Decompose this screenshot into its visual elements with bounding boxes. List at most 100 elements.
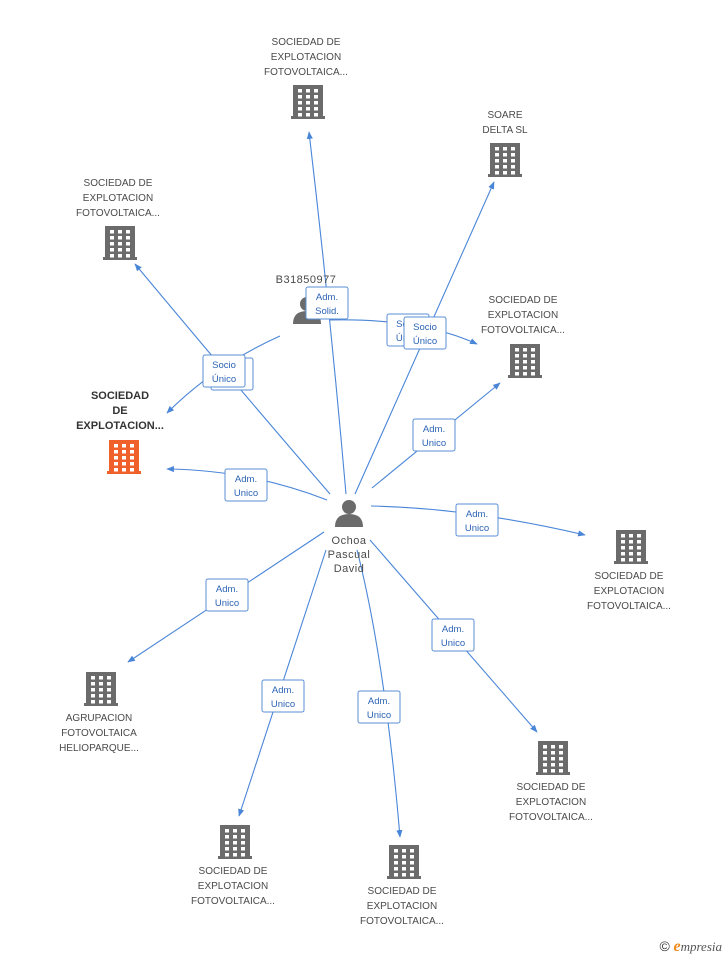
badge-box — [224, 468, 268, 502]
building-window — [91, 700, 95, 704]
building-icon-agrup[interactable] — [84, 672, 118, 706]
building-window — [515, 354, 519, 358]
building-window — [241, 841, 245, 845]
building-window — [515, 372, 519, 376]
building-icon-top[interactable] — [291, 85, 325, 119]
building-window — [629, 540, 633, 544]
building-window — [515, 366, 519, 370]
building-window — [314, 101, 318, 105]
building-window — [559, 751, 563, 755]
building-icon-right1[interactable] — [508, 344, 542, 378]
building-window — [559, 763, 563, 767]
building-window — [233, 847, 237, 851]
relation-badge[interactable]: Adm.Unico — [357, 690, 401, 724]
building-window — [233, 835, 237, 839]
label-line: EXPLOTACION... — [76, 420, 164, 432]
building-window — [91, 688, 95, 692]
building-window — [551, 769, 555, 773]
building-window — [225, 847, 229, 851]
building-base — [291, 116, 325, 119]
badge-box — [205, 578, 249, 612]
building-base — [536, 772, 570, 775]
building-window — [114, 456, 118, 460]
badge-box — [431, 618, 475, 652]
building-window — [306, 101, 310, 105]
badge-text: Unico — [367, 710, 391, 721]
building-window — [637, 558, 641, 562]
badge-text: Unico — [441, 638, 465, 649]
building-icon-botleft[interactable] — [218, 825, 252, 859]
building-window — [314, 89, 318, 93]
building-base — [107, 471, 141, 474]
building-window — [233, 829, 237, 833]
building-window — [91, 676, 95, 680]
label-line: DE — [112, 405, 127, 417]
badge-text: Unico — [422, 438, 446, 449]
relation-badge[interactable]: Adm.Unico — [224, 468, 268, 502]
building-window — [523, 372, 527, 376]
building-window — [114, 462, 118, 466]
badge-text: Unico — [215, 598, 239, 609]
copyright-mark: © — [659, 938, 670, 954]
person-node-center[interactable] — [335, 500, 363, 527]
building-icon-soare[interactable] — [488, 143, 522, 177]
building-window — [523, 348, 527, 352]
building-window — [298, 113, 302, 117]
building-window — [225, 853, 229, 857]
badge-text: Adm. — [316, 292, 338, 303]
building-window — [122, 456, 126, 460]
building-icon-botright[interactable] — [536, 741, 570, 775]
building-window — [410, 861, 414, 865]
relation-badge[interactable]: Adm.Unico — [261, 679, 305, 713]
label-line: B31850977 — [276, 274, 337, 286]
building-window — [99, 694, 103, 698]
building-window — [402, 867, 406, 871]
building-base — [614, 561, 648, 564]
building-window — [523, 360, 527, 364]
building-window — [298, 107, 302, 111]
building-window — [495, 153, 499, 157]
building-window — [559, 745, 563, 749]
building-window — [621, 558, 625, 562]
building-window — [118, 236, 122, 240]
building-window — [515, 360, 519, 364]
building-window — [495, 147, 499, 151]
relation-badge[interactable]: Adm.Unico — [431, 618, 475, 652]
building-window — [130, 462, 134, 466]
label-line: Ochoa — [332, 535, 367, 547]
building-window — [511, 159, 515, 163]
building-window — [126, 254, 130, 258]
relation-badge[interactable]: Adm. Solid. — [305, 286, 349, 320]
label-line: SOCIEDAD DE — [595, 571, 664, 582]
building-window — [394, 867, 398, 871]
building-window — [531, 366, 535, 370]
building-window — [110, 236, 114, 240]
building-icon-upleft[interactable] — [103, 226, 137, 260]
building-icon-focus[interactable] — [107, 440, 141, 474]
building-icon-right2[interactable] — [614, 530, 648, 564]
badge-text: Unico — [465, 523, 489, 534]
relation-badge[interactable]: Adm. Unico — [455, 503, 499, 537]
building-window — [637, 552, 641, 556]
label-line: EXPLOTACION — [367, 901, 437, 912]
building-window — [118, 248, 122, 252]
building-window — [402, 873, 406, 877]
building-window — [99, 682, 103, 686]
relation-edge-botmid — [356, 549, 403, 838]
relation-badge[interactable]: Adm.Unico — [205, 578, 249, 612]
person-label-b318: B31850977 — [276, 274, 337, 286]
relation-badge[interactable]: Adm.Unico — [412, 418, 456, 452]
badge-text: Adm. — [466, 509, 488, 520]
building-window — [114, 444, 118, 448]
badge-text: Solid. — [315, 306, 339, 317]
building-window — [410, 855, 414, 859]
building-icon-botmid[interactable] — [387, 845, 421, 879]
